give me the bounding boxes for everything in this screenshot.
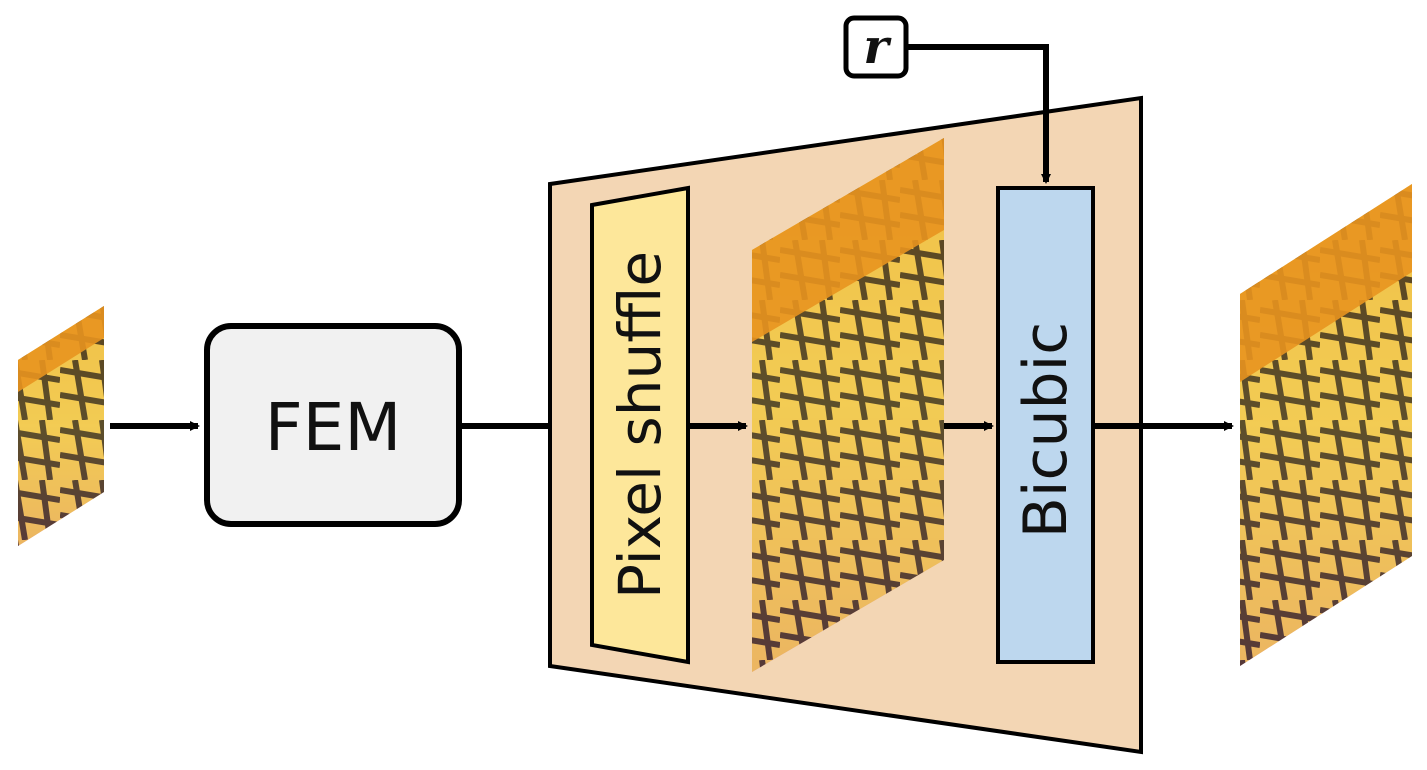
bicubic-block: Bicubic	[996, 186, 1095, 664]
arrow-r-to-bicubic	[906, 44, 1051, 184]
input-image	[18, 306, 104, 546]
scale-factor-input: r	[843, 15, 909, 79]
output-image	[1240, 184, 1412, 666]
bicubic-label: Bicubic	[1011, 322, 1081, 539]
intermediate-image	[752, 138, 944, 672]
pixel-shuffle-block: Pixel shuffle	[590, 185, 690, 665]
pixel-shuffle-label: Pixel shuffle	[606, 251, 674, 599]
scale-factor-label: r	[863, 19, 892, 75]
fem-block: FEM	[204, 323, 462, 527]
fem-label: FEM	[265, 389, 402, 466]
